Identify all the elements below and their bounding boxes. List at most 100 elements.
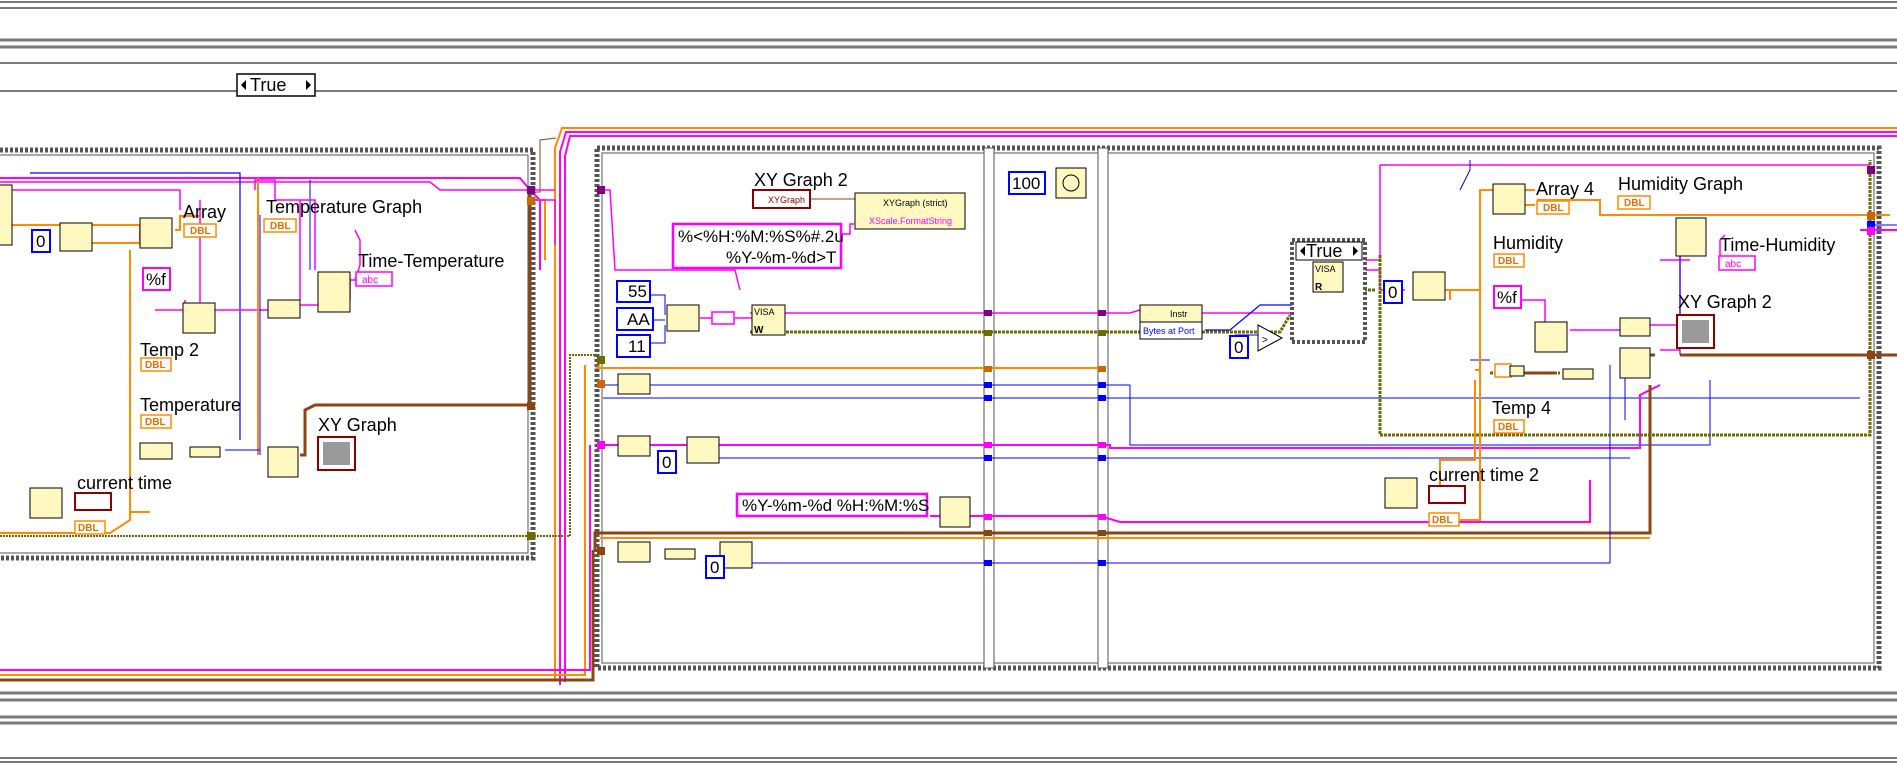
hex-11-constant	[616, 334, 651, 358]
label-time-humidity: Time-Humidity	[1720, 235, 1835, 255]
time-humidity-indicator	[1718, 255, 1756, 271]
svg-text:55: 55	[628, 282, 647, 301]
label-array4: Array 4	[1536, 179, 1594, 199]
svg-text:DBL: DBL	[1498, 422, 1519, 433]
format-string-node-r	[1534, 321, 1568, 353]
pct-f-constant-a	[142, 267, 171, 291]
svg-text:%f: %f	[146, 270, 166, 289]
left-nodes: 0 %f DBL DBL DBL abc	[0, 184, 393, 535]
bundle-node	[267, 446, 299, 478]
temperature-indicator	[140, 414, 172, 429]
temp2-indicator	[140, 357, 172, 372]
label-humidity: Humidity	[1493, 233, 1563, 253]
svg-text:XScale.FormatString: XScale.FormatString	[869, 216, 952, 226]
svg-text:DBL: DBL	[190, 226, 211, 237]
svg-text:DBL: DBL	[78, 523, 99, 534]
svg-text:DBL: DBL	[1432, 515, 1453, 526]
format-datetime-node	[939, 496, 971, 528]
current-time-indicator	[74, 492, 112, 511]
array-size-node-2	[617, 435, 651, 457]
inner-case-selector	[1295, 241, 1363, 261]
svg-text:%f: %f	[1497, 288, 1517, 307]
build-array-node	[59, 222, 93, 252]
time-convert-node	[139, 442, 173, 460]
time-temperature-indicator	[355, 271, 393, 287]
left-frame	[0, 147, 536, 561]
get-time-node-r	[1384, 477, 1418, 509]
label-time-temperature: Time-Temperature	[358, 251, 504, 271]
svg-text:abc: abc	[362, 275, 378, 286]
zero-constant-c	[705, 555, 725, 579]
svg-text:>: >	[1262, 335, 1268, 346]
label-current-time: current time	[77, 473, 172, 493]
to-dbl-node	[189, 446, 221, 458]
datetime-format-constant	[735, 492, 929, 518]
wait-ms-constant	[1008, 171, 1046, 195]
build-array-node-2	[317, 271, 351, 313]
get-time-node	[29, 487, 63, 519]
svg-text:%<%H:%M:%S%#.2u: %<%H:%M:%S%#.2u	[678, 227, 844, 246]
label-xy-graph: XY Graph	[318, 415, 397, 435]
wait-node	[1055, 167, 1087, 199]
svg-text:DBL: DBL	[145, 360, 166, 371]
svg-text:XYGraph: XYGraph	[768, 195, 805, 205]
svg-text:0: 0	[36, 232, 45, 251]
label-array: Array	[183, 202, 226, 222]
svg-text:0: 0	[662, 453, 671, 472]
label-xy-graph2-top: XY Graph 2	[754, 170, 848, 190]
svg-text:VISA: VISA	[1315, 264, 1336, 274]
svg-text:0: 0	[1388, 283, 1397, 302]
index-array-node	[139, 217, 173, 249]
svg-text:DBL: DBL	[1498, 256, 1519, 267]
svg-text:AA: AA	[627, 310, 650, 329]
array4-indicator	[1536, 200, 1570, 215]
svg-text:Instr: Instr	[1170, 309, 1188, 319]
svg-text:DBL: DBL	[1543, 203, 1564, 214]
case-selector[interactable]: True	[236, 73, 316, 97]
svg-text:DBL: DBL	[145, 417, 166, 428]
svg-text:XYGraph (strict): XYGraph (strict)	[883, 198, 948, 208]
visa-read-node	[1312, 261, 1344, 293]
hex-55-constant	[616, 280, 651, 303]
humidity-graph-indicator	[1617, 195, 1651, 210]
case-selector-value: True	[250, 75, 286, 95]
svg-text:R: R	[1315, 282, 1323, 293]
label-temperature: Temperature	[140, 395, 241, 415]
format-string-node	[182, 302, 216, 334]
build-byte-array-node	[666, 304, 700, 332]
property-node	[854, 192, 966, 230]
svg-text:VISA: VISA	[754, 307, 775, 317]
label-xy-graph2-right: XY Graph 2	[1678, 292, 1772, 312]
humidity-indicator	[1493, 253, 1525, 268]
array-size-node-3	[617, 541, 651, 563]
left-labels: Array Temperature Graph Time-Temperature…	[77, 197, 504, 493]
label-humidity-graph: Humidity Graph	[1618, 174, 1743, 194]
greater-than-node	[1257, 324, 1284, 352]
array-size-node	[617, 373, 651, 395]
build-array-node-r	[1675, 217, 1707, 257]
zero-constant-b	[657, 450, 677, 474]
zero-constant-e	[1383, 280, 1403, 304]
svg-text:%Y-%m-%d>T: %Y-%m-%d>T	[726, 248, 836, 267]
svg-text:Bytes at Port: Bytes at Port	[1143, 326, 1195, 336]
right-labels: Array 4 Humidity Graph Humidity Time-Hum…	[1429, 174, 1835, 485]
label-temp2: Temp 2	[140, 340, 199, 360]
concat-node	[267, 299, 301, 319]
tunnels	[527, 166, 1875, 566]
byte-to-string-node	[711, 311, 735, 325]
index-node-2	[719, 541, 753, 569]
current-time2-indicator	[1428, 485, 1466, 504]
bundle-node-r	[1619, 347, 1651, 379]
svg-text:True: True	[1306, 241, 1342, 261]
svg-text:0: 0	[1234, 338, 1243, 357]
temp4-indicator	[1493, 419, 1525, 434]
to-dbl-node-r	[1562, 368, 1594, 380]
middle-nodes: XY Graph 2 XYGraph XYGraph (strict) XSca…	[616, 167, 1087, 579]
index-array-node-r	[1492, 183, 1526, 215]
svg-text:DBL: DBL	[1624, 198, 1645, 209]
svg-text:11: 11	[628, 337, 646, 356]
zero-constant-d	[1229, 335, 1249, 359]
flat-sequence-frame	[594, 145, 1882, 671]
concat-node-r	[1619, 317, 1651, 337]
